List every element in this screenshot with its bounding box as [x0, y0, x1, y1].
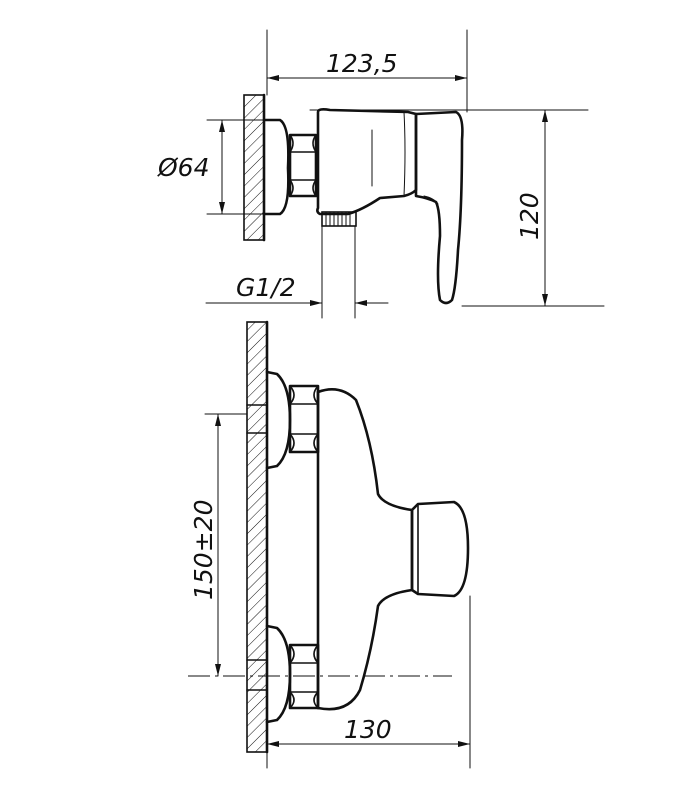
front-view: 150±20 130 — [188, 320, 471, 769]
flange-lower — [265, 624, 292, 724]
wall-section-top — [243, 94, 265, 241]
outlet-thread — [321, 211, 357, 227]
mixer-body-front — [316, 388, 414, 711]
dim-label-height: 120 — [515, 192, 544, 240]
top-view: 123,5 Ø64 120 G1/2 — [157, 29, 605, 319]
dim-label-flange-diameter: Ø64 — [157, 153, 210, 182]
mixer-body-top — [316, 108, 418, 216]
hex-nut-top — [288, 133, 318, 198]
cartridge-cap — [410, 500, 470, 598]
flange-upper — [265, 370, 292, 470]
flange-top — [262, 118, 290, 216]
dim-label-inlet-spacing: 150±20 — [189, 500, 218, 600]
wall-section-front — [246, 321, 268, 753]
lever-handle-top — [414, 110, 464, 305]
dim-label-projection: 130 — [344, 715, 392, 744]
dim-label-thread: G1/2 — [236, 273, 296, 302]
dim-label-overall-length: 123,5 — [326, 49, 398, 78]
hex-nut-upper — [288, 384, 320, 454]
